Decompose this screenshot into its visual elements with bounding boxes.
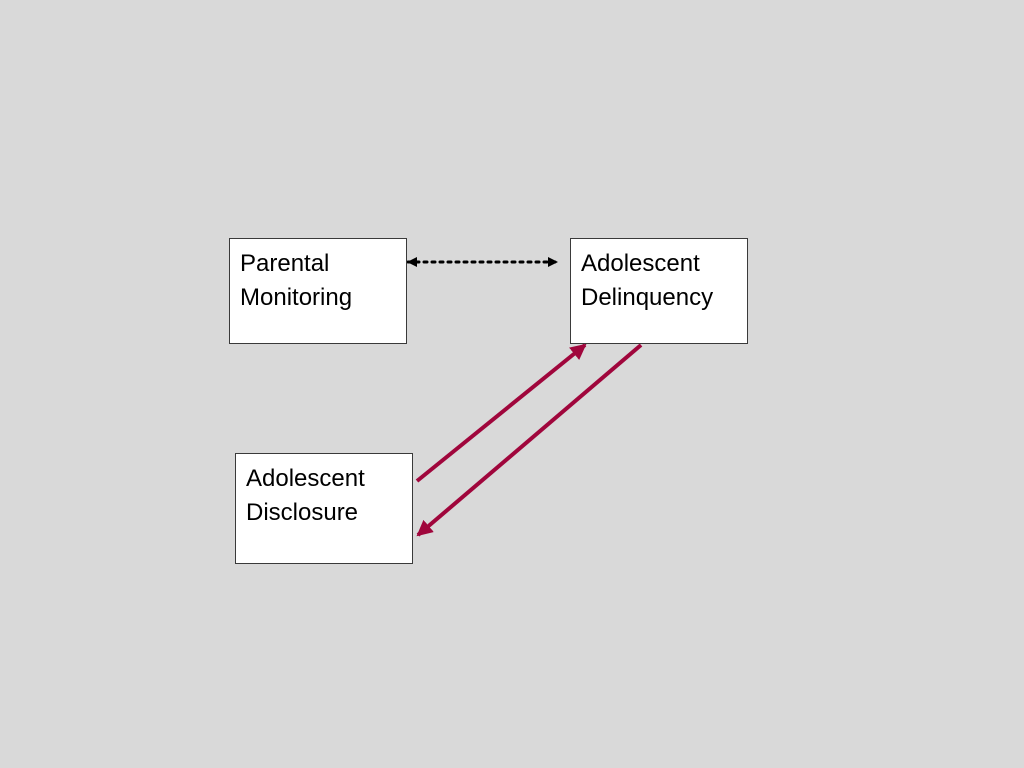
arrow-disclosure-to-delinquency: [415, 343, 587, 483]
node-adolescent-disclosure: Adolescent Disclosure: [235, 453, 413, 564]
node-label-line: Parental: [240, 250, 330, 277]
node-adolescent-delinquency: Adolescent Delinquency: [570, 238, 748, 344]
node-label-line: Delinquency: [581, 284, 714, 311]
node-label-line: Adolescent: [581, 250, 700, 277]
node-label-line: Adolescent: [246, 465, 365, 492]
node-parental-monitoring: Parental Monitoring: [229, 238, 407, 344]
node-label-line: Disclosure: [246, 499, 359, 526]
node-label-line: Monitoring: [240, 284, 353, 311]
arrow-delinquency-to-disclosure: [416, 343, 643, 537]
